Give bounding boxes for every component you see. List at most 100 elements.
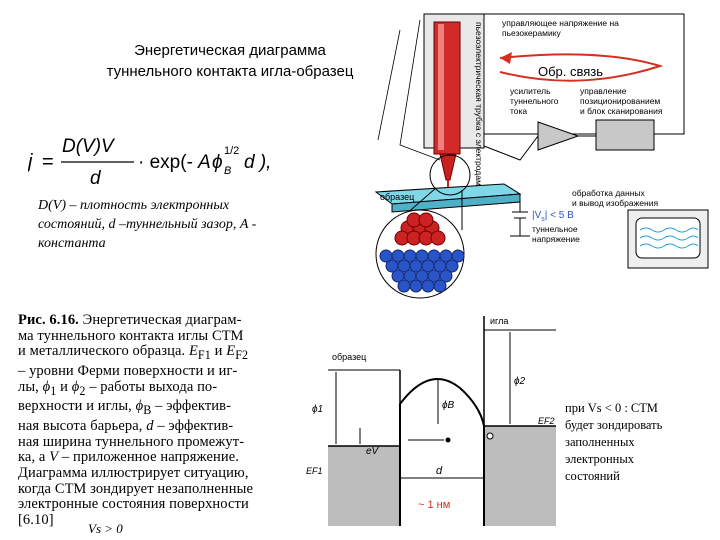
phi2-symbol: ϕ — [71, 378, 80, 395]
caption-line-7b: – эффектив- — [157, 417, 234, 434]
atoms-illustration — [375, 209, 465, 299]
sample-atom — [397, 279, 411, 293]
ef2-sub: F2 — [235, 348, 249, 363]
note-line-2: будет зондировать — [565, 418, 663, 432]
caption-line-9b: – приложенное напряжение. — [61, 449, 239, 466]
svg-text:туннельное: туннельное — [532, 224, 578, 234]
caption-line-6b: – эффектив- — [155, 398, 232, 415]
svg-text:усилитель: усилитель — [510, 86, 551, 96]
tube-label: пьезоэлектрическая трубка с электродами — [474, 22, 484, 191]
phi-1-label: ϕ1 — [312, 404, 323, 415]
ev-label: eV — [366, 446, 380, 457]
phi-2-label: ϕ2 — [514, 376, 526, 387]
barrier-curve — [399, 378, 485, 526]
formula-tail: d ), — [244, 152, 271, 173]
title-line-2: туннельного контакта игла-образец — [106, 63, 354, 80]
formula-exp: · exp(- — [138, 152, 193, 173]
ef2-label: EF2 — [538, 416, 555, 426]
amplifier-symbol — [537, 121, 580, 151]
needle-fill — [484, 426, 556, 526]
feedback-arrow — [499, 53, 664, 82]
caption-line-2: ма туннельного контакта иглы СТМ — [18, 327, 244, 344]
svg-text:позиционированием: позиционированием — [580, 96, 660, 106]
note-line-3: заполненных — [565, 435, 635, 449]
stm-schematic: пьезоэлектрическая трубка с электродами … — [374, 13, 709, 299]
formula-A: A — [197, 152, 211, 173]
label-control-piezo-1: управляющее напряжение на — [502, 18, 619, 28]
caption-line-12: электронные состояния поверхности — [18, 496, 249, 513]
label-control-piezo-2: пьезокерамику — [502, 28, 562, 38]
caption-line-3: и металлического образца. — [18, 343, 186, 360]
sample-fill — [328, 446, 400, 526]
tip-atom — [418, 212, 434, 228]
vs-positive-label: Vs > 0 — [88, 521, 123, 536]
phi1-sub: 1 — [50, 383, 57, 398]
svg-text:туннельного: туннельного — [510, 96, 559, 106]
note-line-5: состояний — [565, 469, 620, 483]
caption-line-1: Энергетическая диаграм- — [82, 312, 242, 328]
sample-atom — [439, 269, 453, 283]
caption-fig: Рис. 6.16. — [18, 312, 79, 328]
sample-label-ed: образец — [332, 352, 366, 362]
tunnel-current-formula: j = D(V)V d · exp(- A ϕ B 1/2 d ), — [28, 136, 271, 189]
ef2-symbol: E — [226, 343, 236, 360]
formula-description: D(V) – плотность электронных состояний, … — [38, 196, 308, 253]
title-line-1: Энергетическая диаграмма — [134, 42, 326, 59]
formula-phi-sub: B — [224, 165, 231, 177]
description-line-2: состояний, d –туннельный зазор, A - — [38, 217, 257, 232]
description-line-1: D(V) – плотность электронных — [38, 198, 230, 213]
sample-atom — [421, 279, 435, 293]
sample-label: образец — [380, 192, 414, 202]
needle-label: игла — [490, 316, 508, 326]
caption-line-5a: лы, — [18, 378, 39, 395]
page-title: Энергетическая диаграмма туннельного кон… — [60, 40, 400, 82]
caption-line-11: когда СТМ зондирует незаполненные — [18, 480, 253, 497]
caption-line-5c: – работы выхода по- — [89, 378, 218, 395]
ef1-sub: F1 — [197, 348, 211, 363]
formula-eq: = — [42, 151, 54, 173]
caption-line-5b: и — [60, 378, 68, 395]
svg-text:напряжение: напряжение — [532, 234, 580, 244]
svg-text:тока: тока — [510, 106, 527, 116]
caption-and: и — [214, 343, 223, 360]
figure-caption: Рис. 6.16. Энергетическая диаграм- ма ту… — [18, 312, 290, 528]
phib-symbol: ϕ — [135, 398, 144, 415]
sample-atom — [409, 279, 423, 293]
caption-line-4: – уровни Ферми поверхности и иг- — [18, 363, 238, 379]
caption-line-10: Диаграмма иллюстрирует ситуацию, — [18, 465, 249, 481]
phi1-symbol: ϕ — [42, 378, 51, 395]
caption-line-13: [6.10] — [18, 512, 54, 529]
v-symbol: V — [49, 449, 59, 466]
caption-line-7a: ная высота барьера, — [18, 417, 143, 434]
d-symbol: d — [146, 417, 154, 434]
formula-j: j — [28, 151, 33, 173]
sample-atom — [451, 249, 465, 263]
needle — [439, 153, 457, 181]
ef1-symbol: E — [188, 343, 198, 360]
svg-text:и вывод изображения: и вывод изображения — [572, 198, 658, 208]
negative-bias-note: при Vs < 0 : СТМ будет зондировать запол… — [565, 400, 715, 485]
tip-atom — [430, 230, 446, 246]
svg-text:обработка данных: обработка данных — [572, 188, 646, 198]
formula-numerator: D(V)V — [62, 136, 116, 157]
note-line-1: при Vs < 0 : СТМ — [565, 401, 658, 415]
formula-denominator: d — [90, 168, 102, 189]
note-line-4: электронных — [565, 452, 634, 466]
tube-core — [433, 21, 461, 155]
phib-sub: B — [143, 403, 152, 418]
caption-line-9a: ка, а — [18, 449, 46, 466]
sample-atom — [433, 279, 447, 293]
distance-label: ~ 1 нм — [418, 499, 450, 511]
control-unit — [595, 119, 655, 151]
energy-diagram: игла образец ϕB ϕ1 ϕ2 eV d EF1 EF2 ~ 1 н… — [306, 316, 556, 526]
svg-text:управление: управление — [580, 86, 627, 96]
phi-b-label: ϕB — [442, 400, 455, 411]
caption-line-6a: верхности и иглы, — [18, 398, 132, 415]
feedback-label: Обр. связь — [538, 64, 603, 79]
caption-line-8: ная ширина туннельного промежут- — [18, 433, 245, 450]
phi2-sub: 2 — [79, 383, 86, 398]
description-line-3: константа — [38, 236, 106, 251]
formula-phi: ϕ — [212, 152, 223, 173]
sample-atom — [445, 259, 459, 273]
svg-text:и блок сканирования: и блок сканирования — [580, 106, 663, 116]
